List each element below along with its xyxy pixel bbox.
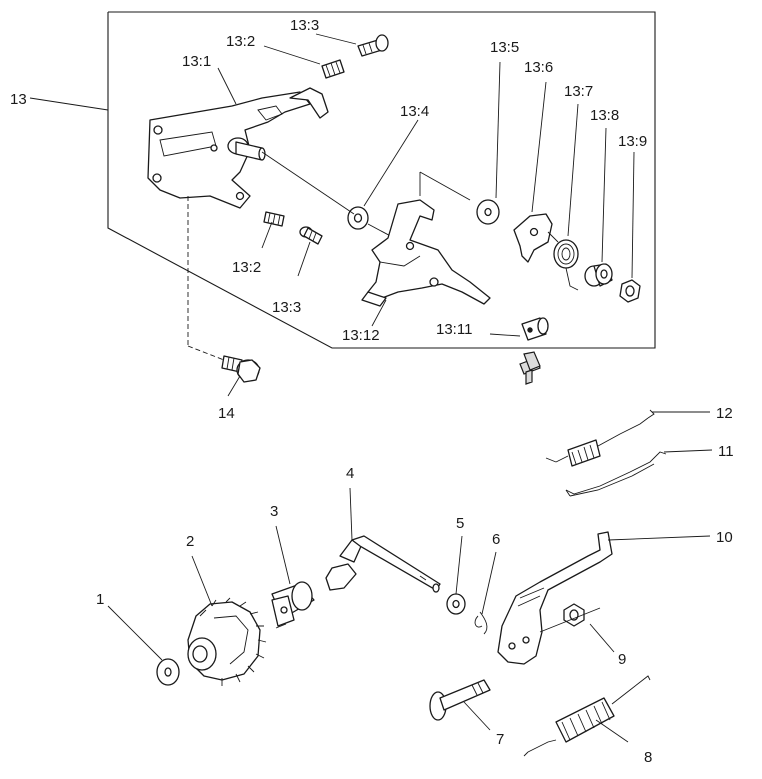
- screw-lower: [299, 226, 323, 245]
- cam-plate: [513, 213, 553, 263]
- spring-8: [523, 675, 651, 757]
- bolt-7: [429, 679, 491, 721]
- flange-bolt-14: [221, 355, 261, 383]
- label-7: 7: [496, 731, 504, 748]
- spacer-3: [271, 581, 315, 629]
- label-2: 2: [186, 533, 194, 550]
- rod-11: [565, 451, 667, 497]
- assembly-13-frame: [29, 11, 656, 349]
- washer-1: [156, 658, 180, 686]
- label-12: 12: [716, 405, 733, 422]
- label-13: 13: [10, 91, 27, 108]
- label-13-2-upper: 13:2: [226, 33, 255, 50]
- clip-6: [474, 611, 488, 635]
- loose-bolt: [519, 351, 541, 385]
- label-13-8: 13:8: [590, 107, 619, 124]
- nut-13-9: [619, 279, 641, 303]
- swivel-pin: [521, 317, 549, 341]
- governor-gear-2: [187, 597, 267, 686]
- label-9: 9: [618, 651, 626, 668]
- label-11: 11: [718, 443, 734, 460]
- label-4: 4: [346, 465, 354, 482]
- label-13-11: 13:11: [436, 321, 472, 338]
- collar: [584, 263, 613, 287]
- label-5: 5: [456, 515, 464, 532]
- control-lever-10: [497, 531, 613, 665]
- label-10: 10: [716, 529, 733, 546]
- washer-13-4: [347, 206, 369, 230]
- screw-upper: [357, 34, 389, 57]
- label-13-3-lower: 13:3: [272, 299, 301, 316]
- bracket-plate: [147, 87, 329, 209]
- label-13-3-upper: 13:3: [290, 17, 319, 34]
- label-13-6: 13:6: [524, 59, 553, 76]
- washer-5: [446, 593, 466, 615]
- spring-12: [545, 409, 655, 467]
- lever-shaft-4: [325, 535, 441, 593]
- label-1: 1: [96, 591, 104, 608]
- governor-lever: [361, 199, 491, 307]
- label-13-1: 13:1: [182, 53, 211, 70]
- label-8: 8: [644, 749, 652, 766]
- label-13-7: 13:7: [564, 83, 593, 100]
- label-3: 3: [270, 503, 278, 520]
- callout-labels: 13 13:1 13:2 13:3 13:4 13:5 13:6 13:7 13…: [10, 17, 734, 766]
- label-13-12: 13:12: [342, 327, 380, 344]
- label-13-5: 13:5: [490, 39, 519, 56]
- nut-9: [563, 603, 585, 627]
- set-screw-upper: [321, 59, 345, 79]
- label-13-9: 13:9: [618, 133, 647, 150]
- washer-13-5: [476, 199, 500, 225]
- label-6: 6: [492, 531, 500, 548]
- label-13-2-lower: 13:2: [232, 259, 261, 276]
- label-13-4: 13:4: [400, 103, 429, 120]
- set-screw-lower: [263, 211, 285, 227]
- torsion-spring: [547, 231, 579, 291]
- leader-lines: [107, 33, 713, 743]
- label-14: 14: [218, 405, 235, 422]
